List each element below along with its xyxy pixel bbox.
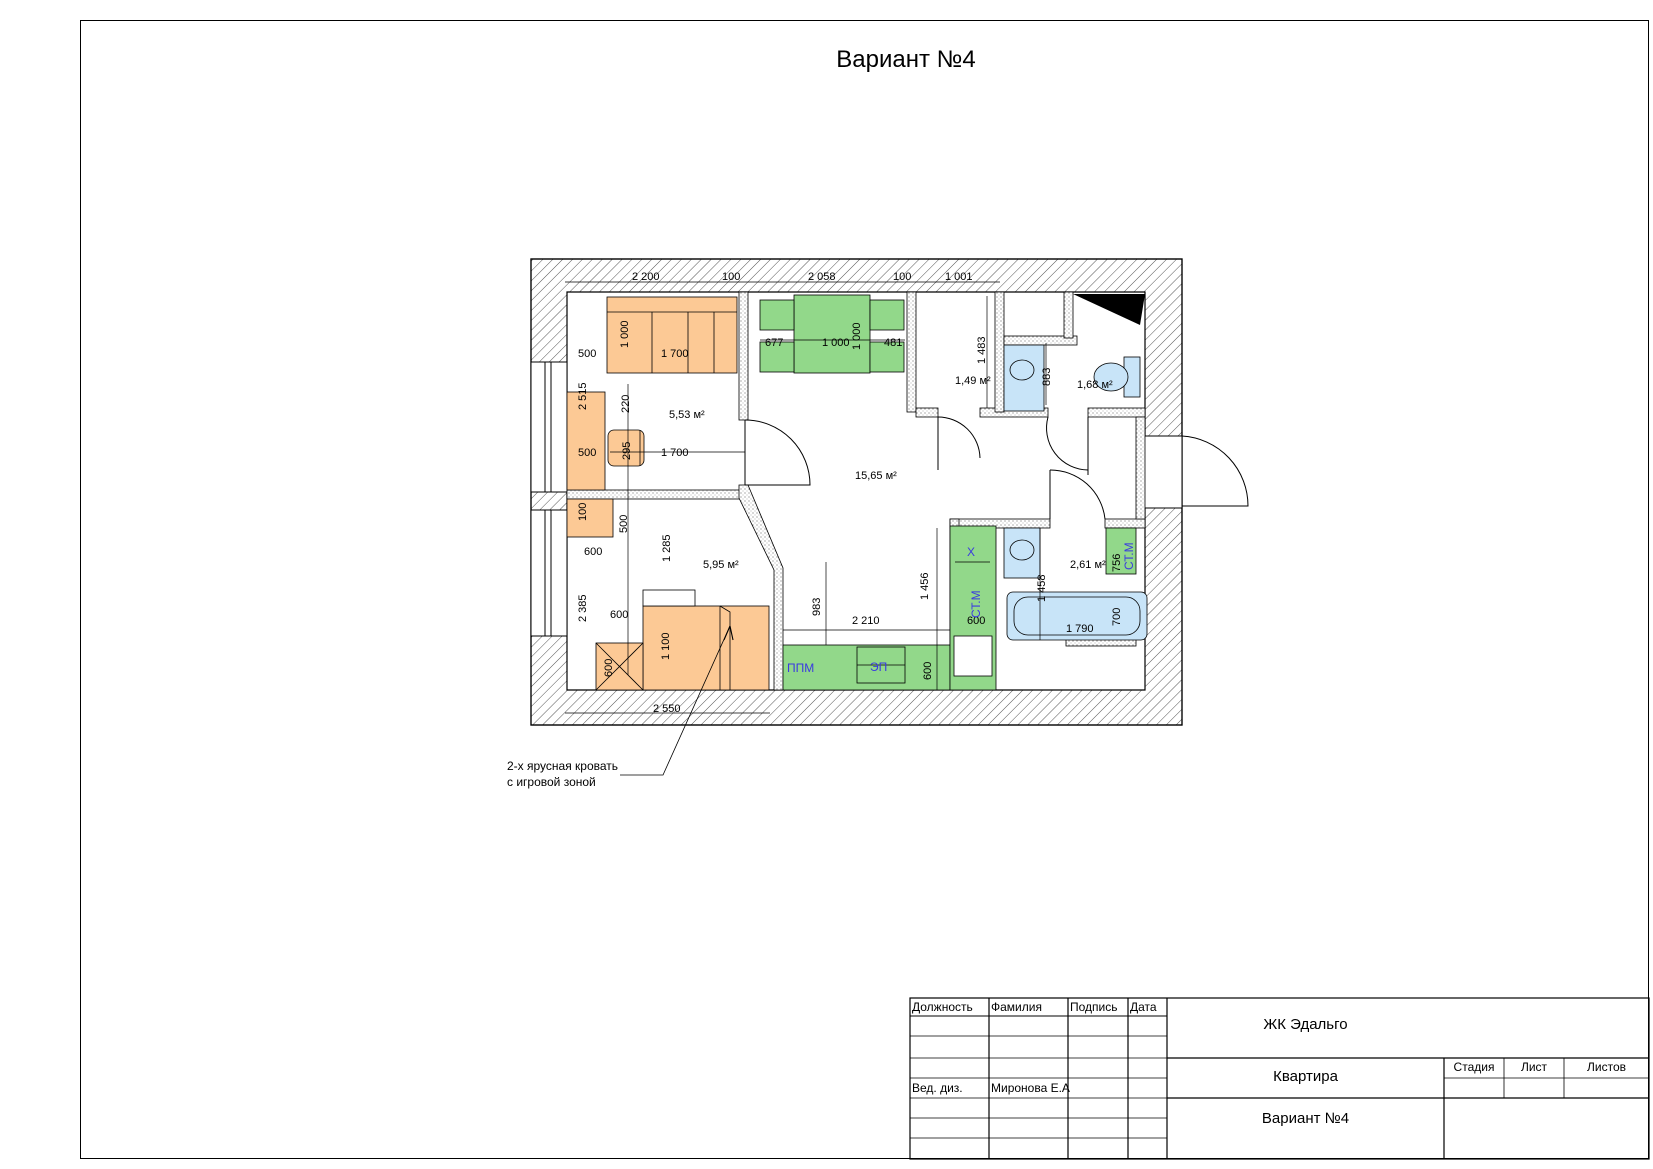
dim-top-100-a: 100	[722, 271, 740, 283]
dim-desk-295: 295	[621, 442, 633, 460]
tb-stage-label: Стадия	[1453, 1060, 1495, 1074]
room-area-labels: 5,53 м² 5,95 м² 15,65 м² 1,49 м² 1,68 м²…	[669, 375, 1113, 571]
tb-sheets-label: Листов	[1587, 1060, 1626, 1074]
room-area-top-left: 5,53 м²	[669, 409, 705, 421]
dim-wc-883: 883	[1041, 368, 1053, 386]
sheet-frame	[80, 20, 1649, 1159]
dim-top-2058: 2 058	[808, 271, 836, 283]
dimension-labels: 2 200 100 2 058 100 1 001 2 550 1 700 50…	[578, 271, 1094, 715]
dim-table-1000-h: 1 000	[851, 322, 863, 350]
dim-kitchen-983: 983	[811, 598, 823, 616]
dim-kitchen-600-a: 600	[967, 615, 985, 627]
dimension-labels-vertical: 1 000 2 515 220 295 100 500 1 285 2 385 …	[577, 320, 1123, 680]
dim-bed-1000: 1 000	[619, 320, 631, 348]
dim-table-677: 677	[765, 337, 783, 349]
dim-top-1001: 1 001	[945, 271, 973, 283]
desk-bottom-left	[566, 498, 614, 538]
room-area-living: 15,65 м²	[855, 470, 897, 482]
dim-left-2515: 2 515	[577, 382, 589, 410]
sheet-title: Вариант №4	[836, 46, 976, 73]
dim-left-600-b: 600	[610, 609, 628, 621]
dim-desk-1700: 1 700	[661, 447, 689, 459]
bunk-bed	[642, 589, 770, 691]
bathroom-fixtures	[1003, 527, 1148, 641]
dim-top-2200: 2 200	[632, 271, 660, 283]
tb-name: Миронова Е.А	[991, 1081, 1070, 1095]
dimension-lines	[565, 281, 1047, 714]
dim-left-100: 100	[577, 503, 589, 521]
dim-bunk-1100: 1 100	[660, 632, 672, 660]
window-left-top	[530, 361, 568, 493]
room-area-wc: 1,68 м²	[1077, 379, 1113, 391]
tb-sheet-name: Вариант №4	[1261, 1110, 1350, 1127]
entrance-door	[1145, 435, 1249, 509]
desk-top-left	[566, 391, 645, 491]
dim-bottom-2550: 2 550	[653, 703, 681, 715]
dim-table-1000-w: 1 000	[822, 337, 850, 349]
dim-left-500-b: 500	[578, 447, 596, 459]
door-storage	[937, 416, 981, 470]
room-area-storage: 1,49 м²	[955, 375, 991, 387]
tb-header-surname: Фамилия	[991, 1000, 1042, 1014]
label-ppm: ППМ	[787, 661, 814, 675]
room-area-bathroom: 2,61 м²	[1070, 559, 1106, 571]
label-x: Х	[967, 545, 975, 559]
tb-role: Вед. диз.	[912, 1081, 963, 1095]
label-stm-bath: СТ.М	[1122, 542, 1136, 570]
label-stm-kitchen: СТ.М	[969, 590, 983, 618]
dim-bath-756: 756	[1111, 554, 1123, 572]
bed-top	[606, 296, 738, 374]
dim-left-220: 220	[620, 395, 632, 413]
door-wc	[1046, 416, 1089, 475]
tb-object: Квартира	[1273, 1068, 1338, 1085]
dim-left-600-a: 600	[584, 546, 602, 558]
dim-bath-1790: 1 790	[1066, 623, 1094, 635]
washer-bath	[1105, 527, 1137, 575]
tb-header-date: Дата	[1130, 1000, 1157, 1014]
callout-leader	[620, 625, 734, 776]
room-area-bottom-left: 5,95 м²	[703, 559, 739, 571]
tb-project: ЖК Эдальго	[1263, 1016, 1348, 1033]
dim-storage-1483: 1 483	[976, 336, 988, 364]
dim-kitchen-600-b: 600	[922, 662, 934, 680]
dim-bath-700: 700	[1111, 608, 1123, 626]
window-left-bottom	[530, 509, 568, 637]
tb-header-signature: Подпись	[1070, 1000, 1118, 1014]
wc-black-corner	[1073, 294, 1145, 325]
dim-left-2385: 2 385	[577, 594, 589, 622]
door-room-top-left	[744, 419, 811, 486]
callout-line-2: с игровой зоной	[507, 775, 596, 789]
dim-left-600-c: 600	[603, 659, 615, 677]
dim-bath-1458: 1 458	[1036, 574, 1048, 602]
play-box	[595, 642, 644, 691]
wc-fixtures	[1003, 344, 1141, 412]
dim-left-500-c: 500	[618, 515, 630, 533]
callout-line-1: 2-х ярусная кровать	[507, 759, 618, 773]
kitchen-counter	[782, 525, 997, 691]
title-block-grid	[909, 997, 1650, 1160]
tb-sheet-label: Лист	[1520, 1060, 1548, 1074]
equipment-labels: ППМ ЭП Х СТ.М СТ.М	[787, 542, 1136, 675]
dim-left-500-a: 500	[578, 348, 596, 360]
dim-table-481: 481	[884, 337, 902, 349]
dim-top-100-b: 100	[893, 271, 911, 283]
dining-table	[759, 294, 905, 374]
dim-kitchen-1456: 1 456	[919, 572, 931, 600]
dim-kitchen-2210: 2 210	[852, 615, 880, 627]
dim-left-1285: 1 285	[661, 534, 673, 562]
label-ep: ЭП	[870, 660, 887, 674]
callout-text: 2-х ярусная кровать с игровой зоной	[507, 759, 618, 789]
door-bathroom	[1049, 469, 1106, 520]
dim-bed-1700: 1 700	[661, 348, 689, 360]
tb-header-position: Должность	[912, 1000, 973, 1014]
